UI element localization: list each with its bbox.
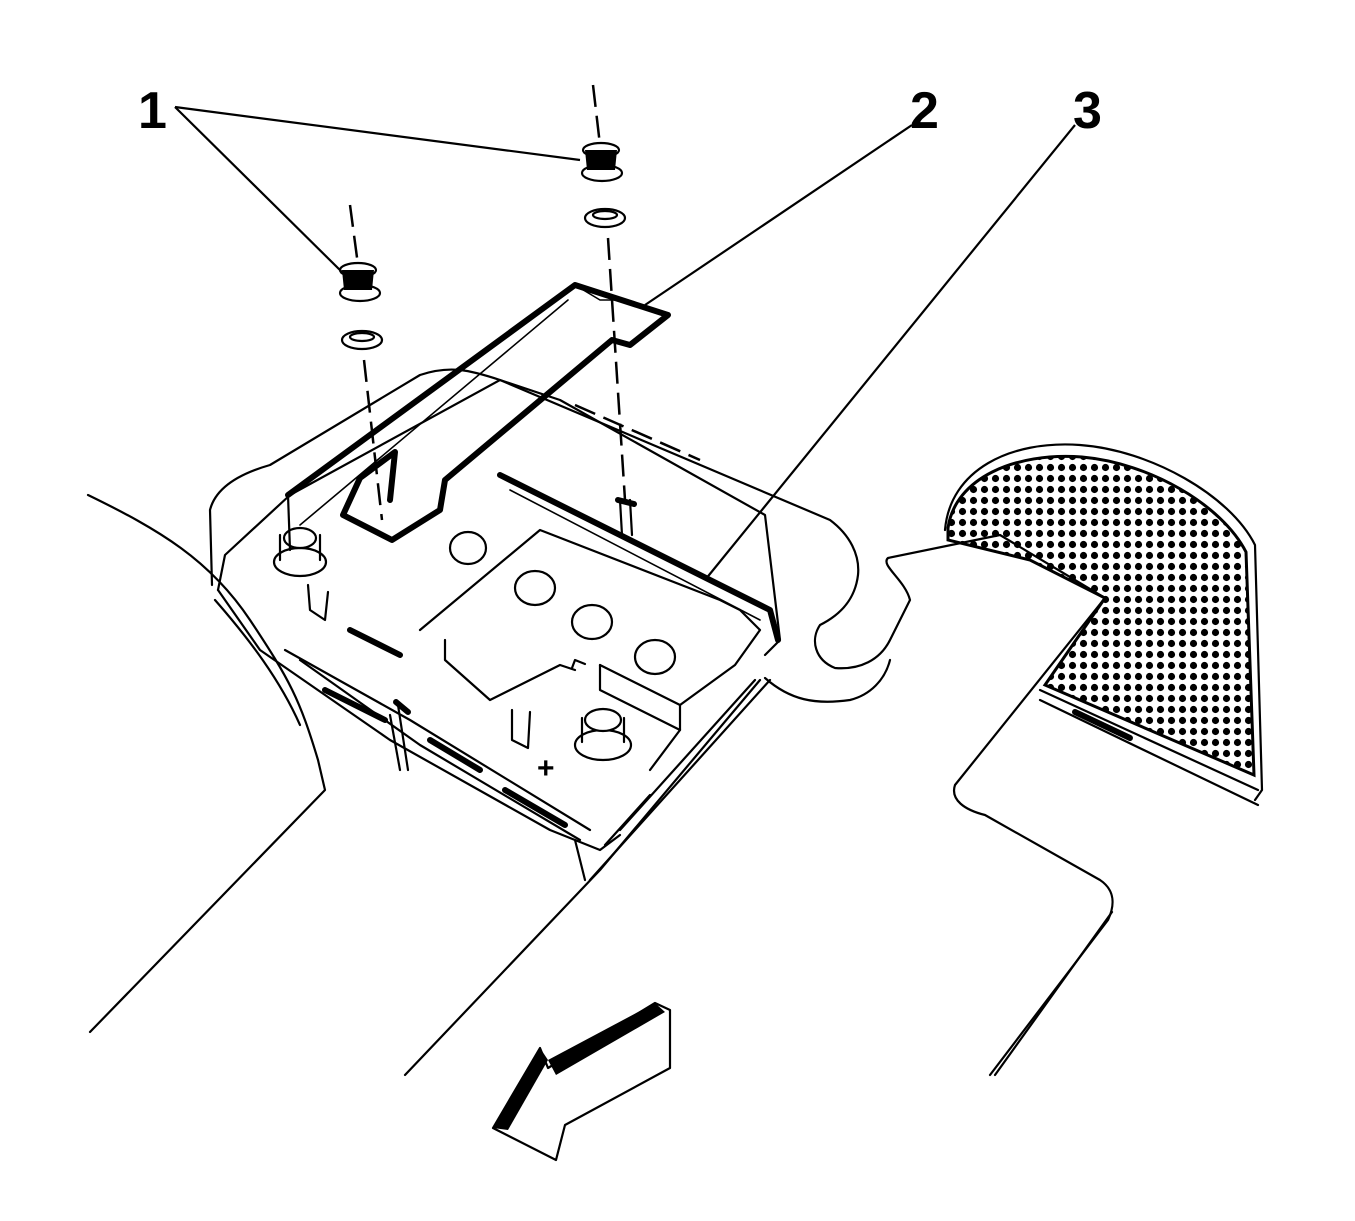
speaker-grille-icon (943, 443, 1264, 807)
negative-terminal (272, 526, 328, 578)
positive-terminal (573, 707, 633, 762)
retainer-bolt-left (338, 204, 411, 772)
retainer-bolt-right (574, 84, 701, 537)
callout-1: 1 (138, 82, 167, 140)
battery-hold-down-retainer (285, 282, 781, 643)
callout-2: 2 (910, 82, 939, 140)
leader-lines (174, 105, 1076, 581)
battery: + (216, 378, 782, 882)
front-direction-arrow-icon (491, 1001, 672, 1162)
positive-polarity-mark: + (537, 752, 555, 785)
callout-3: 3 (1073, 82, 1102, 140)
trunk-floor (86, 368, 1114, 1077)
